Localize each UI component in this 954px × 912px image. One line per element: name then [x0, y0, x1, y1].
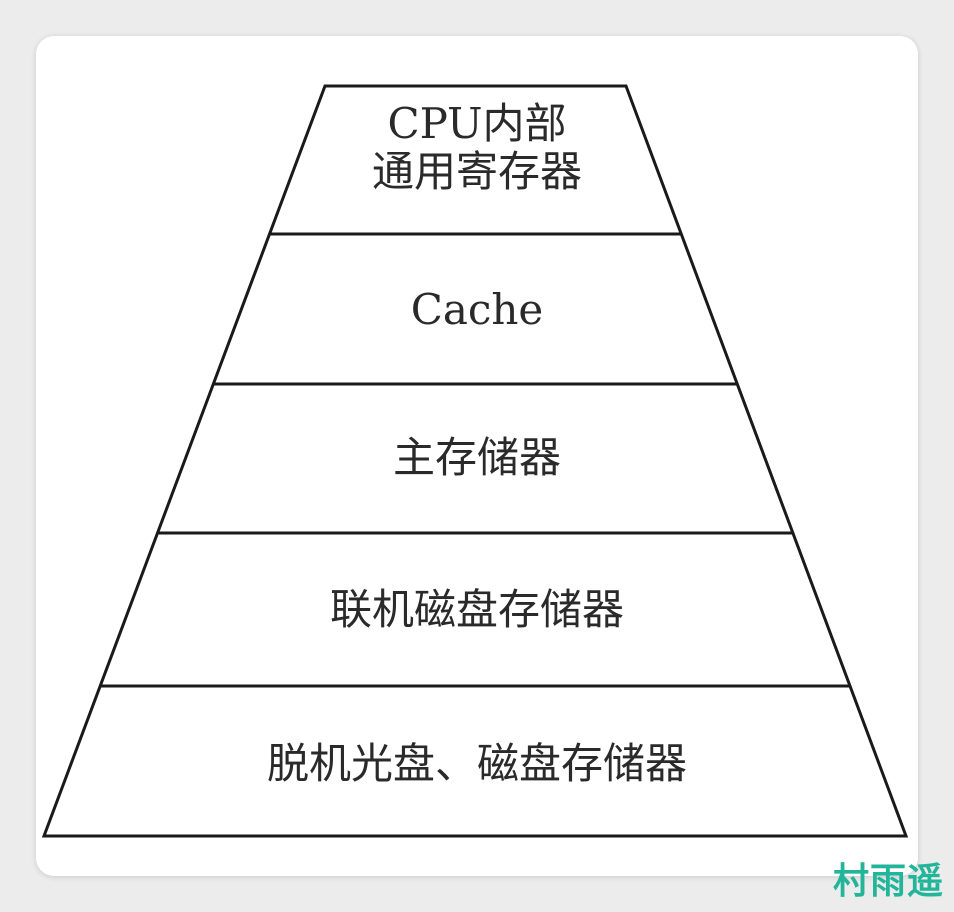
level-label-online-disk: 联机磁盘存储器	[329, 585, 624, 634]
pyramid-outline	[41, 84, 909, 838]
level-label-cache: Cache	[410, 285, 544, 334]
level-label-registers: CPU内部 通用寄存器	[371, 99, 582, 196]
level-label-offline-storage: 脱机光盘、磁盘存储器	[266, 739, 687, 788]
level-label-main-memory: 主存储器	[392, 433, 561, 482]
diagram-card	[36, 36, 918, 876]
watermark: 村雨遥	[832, 861, 944, 902]
